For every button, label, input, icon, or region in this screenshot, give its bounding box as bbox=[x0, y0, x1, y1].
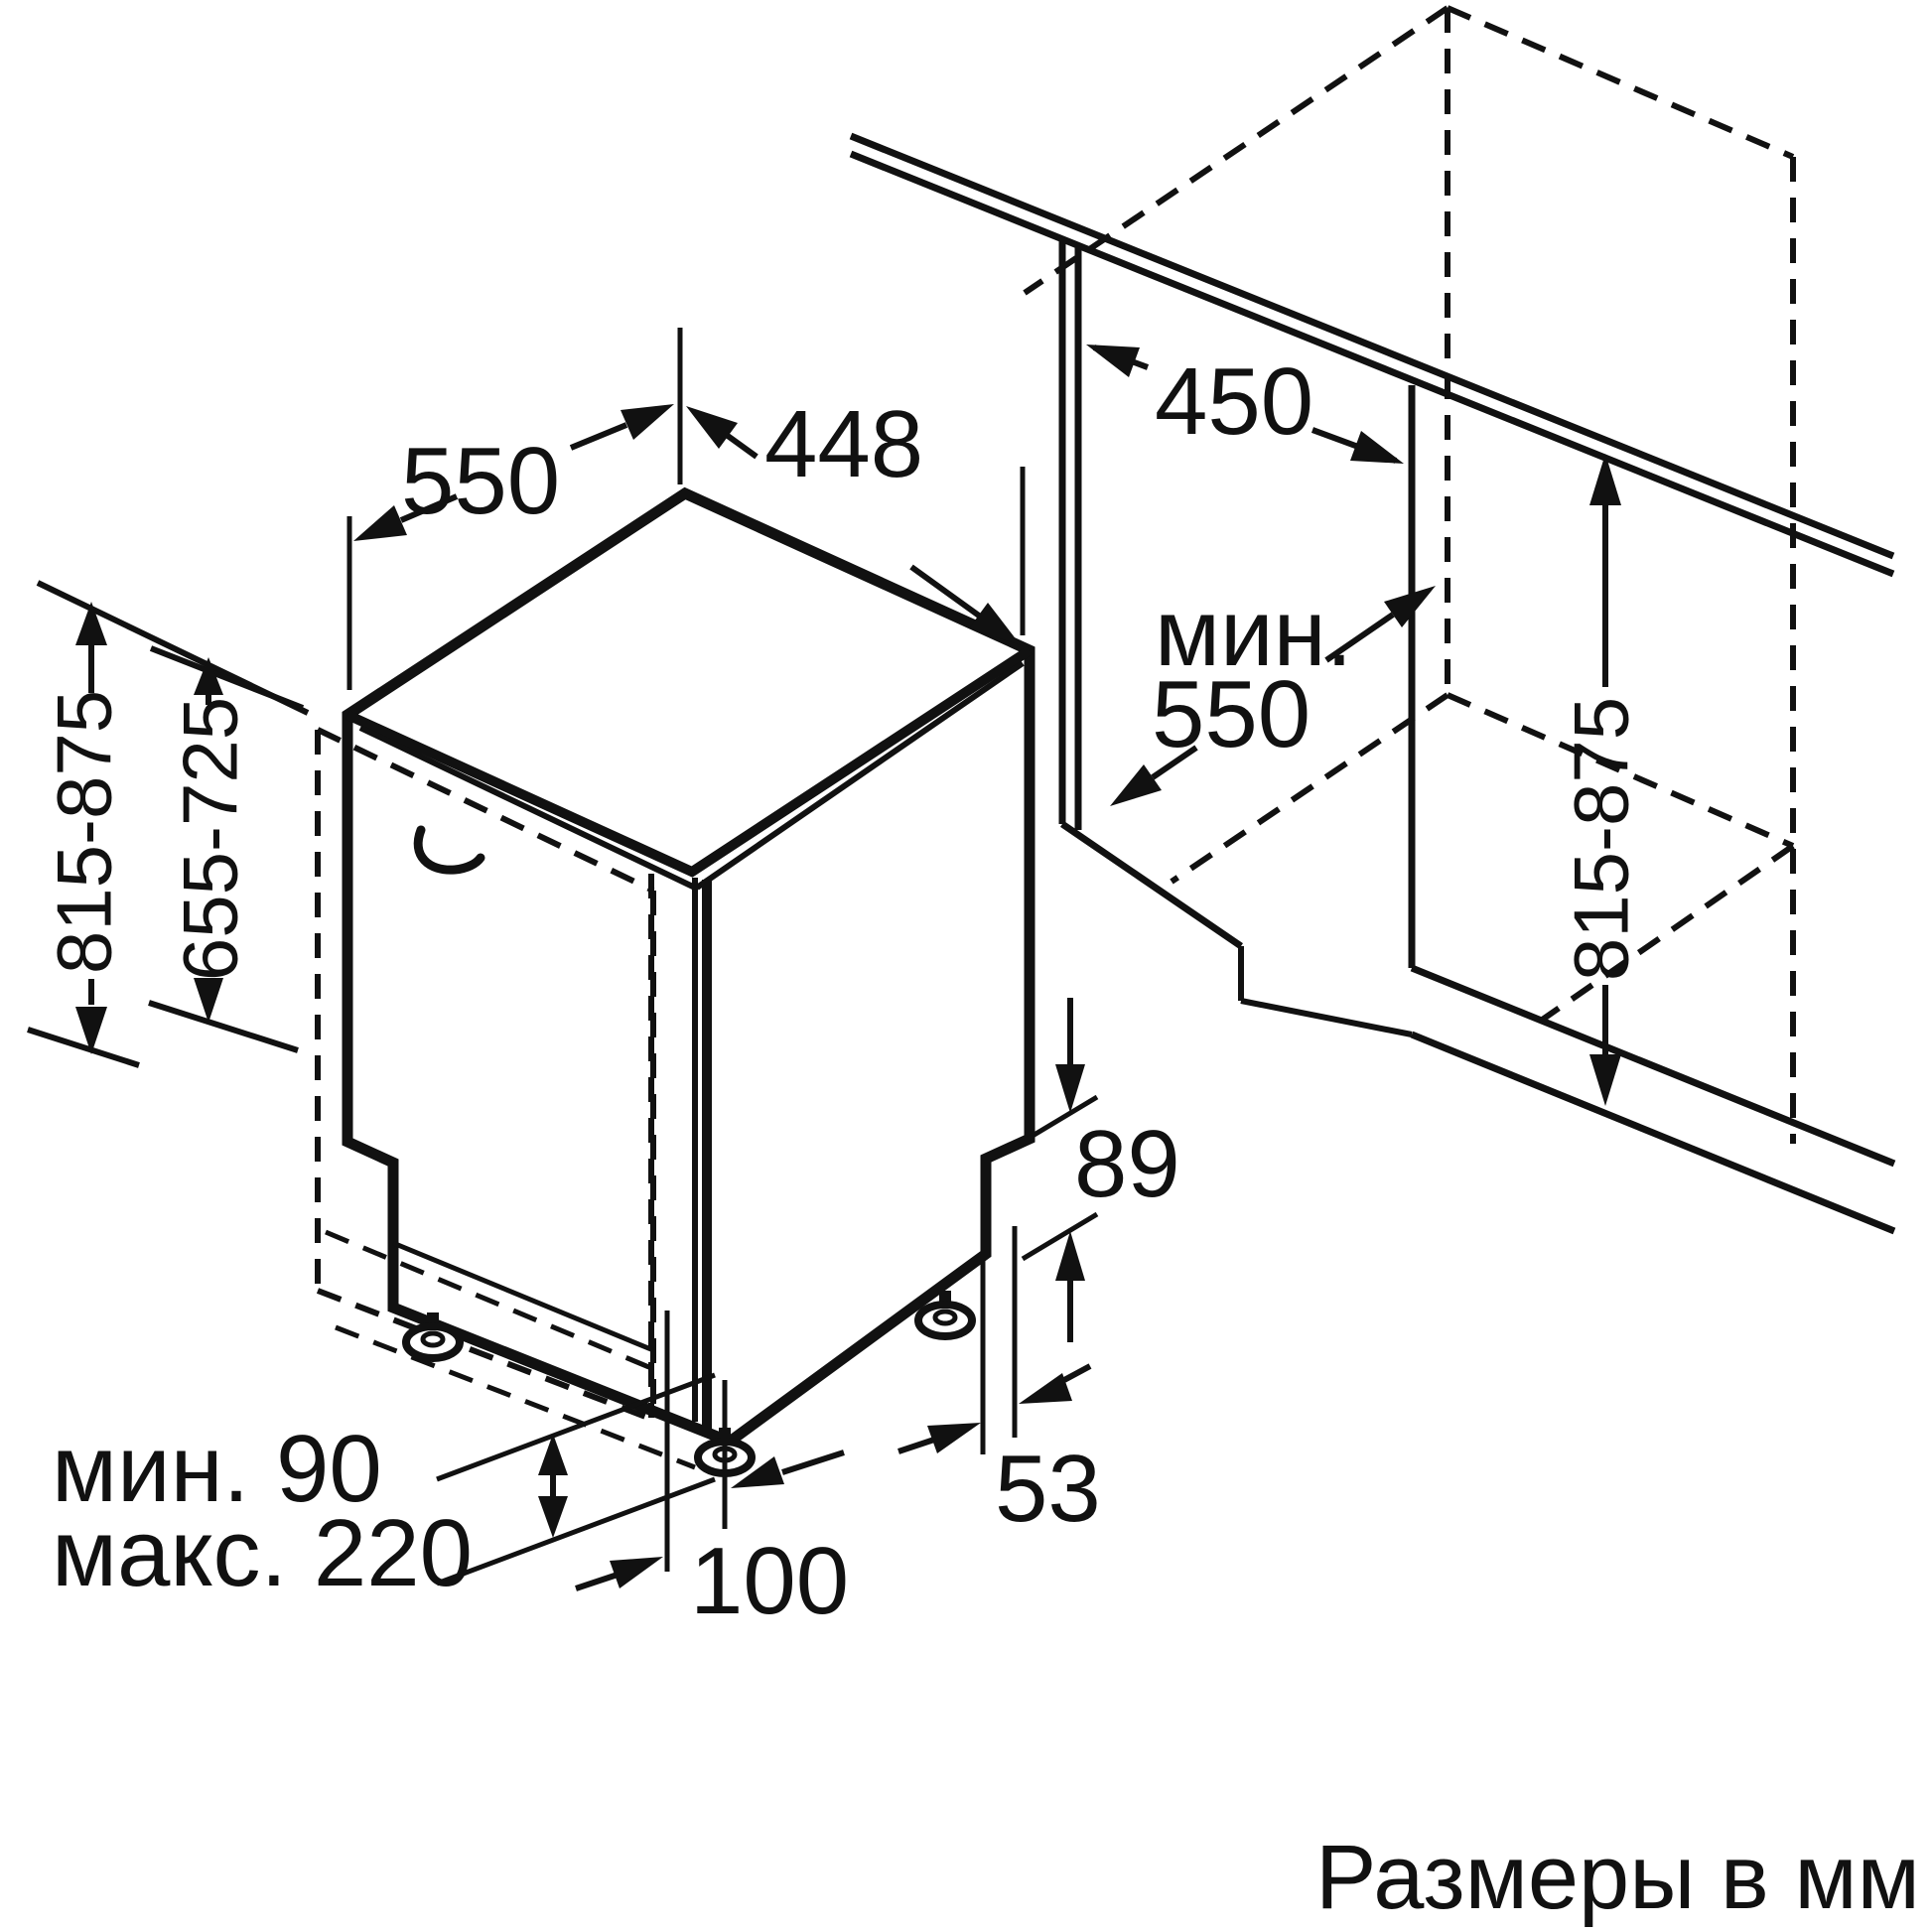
dim-53-shaft-right bbox=[1062, 1363, 1092, 1383]
arrow-89-bottom-icon bbox=[1055, 1231, 1085, 1281]
arrow-815-right-bottom-icon bbox=[1589, 1054, 1621, 1106]
ext-89-bottom bbox=[1021, 1211, 1099, 1262]
dim-100-shaft-left bbox=[575, 1572, 619, 1591]
arrow-90-220-bottom-icon bbox=[538, 1496, 568, 1538]
base-floor-dashed bbox=[335, 1324, 696, 1470]
worktop-bottom-line bbox=[849, 150, 1895, 578]
dim-815-875-left-label: 815-875 bbox=[40, 690, 127, 974]
floor-ref-line-815 bbox=[27, 1027, 140, 1068]
dishwasher-silhouette bbox=[342, 486, 1035, 1449]
door-bottom-dashed bbox=[325, 1229, 652, 1371]
arrow-550-left-icon bbox=[353, 505, 407, 541]
door-top-inner-line bbox=[358, 725, 697, 891]
dashed-top-left-edge bbox=[1023, 5, 1449, 296]
arrow-450-right-icon bbox=[1350, 431, 1404, 464]
dim-100-label: 100 bbox=[690, 1528, 849, 1634]
base-ext-line-90-220 bbox=[436, 1372, 716, 1482]
dim-550-label: 550 bbox=[401, 428, 560, 534]
arrow-448-left-icon bbox=[686, 406, 738, 449]
arrow-100-right-icon bbox=[731, 1456, 784, 1488]
worktop-top-line bbox=[849, 132, 1895, 560]
panel-top-ref-line bbox=[149, 645, 305, 711]
dim-448-label: 448 bbox=[764, 391, 923, 497]
dim-100-shaft-right bbox=[781, 1449, 845, 1475]
niche-right-wall-and-floor bbox=[1408, 385, 1896, 1235]
dim-max220-label: макс. 220 bbox=[52, 1500, 473, 1606]
dishwasher-body bbox=[315, 486, 1035, 1470]
right-foot-icon bbox=[914, 1301, 976, 1340]
floor-ext-line-90-220 bbox=[436, 1476, 716, 1587]
dim-655-725-label: 655-725 bbox=[166, 697, 253, 981]
units-caption: Размеры в мм bbox=[1315, 1827, 1920, 1928]
niche-side-panel bbox=[1058, 239, 1413, 1037]
dashed-cabinet-box bbox=[1023, 5, 1796, 1144]
arrow-450-left-icon bbox=[1086, 345, 1140, 377]
arrow-448-right-icon bbox=[969, 603, 1021, 645]
arrow-min550-upper-icon bbox=[1384, 586, 1436, 627]
arrow-90-220-top-icon bbox=[538, 1434, 568, 1475]
dimension-labels: 550 448 450 мин. 550 815-875 655-725 815… bbox=[40, 348, 1920, 1928]
arrow-53-right-icon bbox=[1019, 1373, 1072, 1404]
arrow-655-top-icon bbox=[194, 657, 223, 695]
panel-bottom-edge bbox=[1060, 821, 1243, 949]
niche-plinth-top-edge bbox=[1410, 964, 1896, 1168]
worktop bbox=[849, 132, 1895, 578]
furniture-panel-bottom-dashed bbox=[316, 1288, 655, 1423]
dim-448-shaft bbox=[726, 433, 981, 619]
dim-min550-label-line1: мин. bbox=[1155, 580, 1352, 686]
plinth-top-line bbox=[392, 1240, 654, 1353]
right-foot-hub bbox=[932, 1309, 958, 1326]
arrow-815-left-bottom-icon bbox=[75, 1007, 107, 1054]
dashed-bottom-left-edge bbox=[1170, 692, 1449, 885]
dim-89-label: 89 bbox=[1074, 1111, 1180, 1217]
arrow-100-left-icon bbox=[610, 1557, 663, 1588]
dim-min550-shaft bbox=[1151, 612, 1395, 780]
arrow-815-left-top-icon bbox=[75, 602, 107, 645]
furniture-panel-top-dashed bbox=[316, 727, 655, 894]
arrow-815-right-top-icon bbox=[1589, 454, 1621, 505]
arrow-89-top-icon bbox=[1055, 1064, 1085, 1113]
dim-min90-label: мин. 90 bbox=[52, 1416, 382, 1522]
door-handle-icon bbox=[413, 825, 485, 875]
dimension-arrows bbox=[75, 345, 1621, 1591]
arrow-min550-lower-icon bbox=[1110, 764, 1162, 806]
dim-53-shaft-left bbox=[897, 1436, 938, 1454]
arrow-655-bottom-icon bbox=[194, 978, 223, 1023]
niche-plinth-bottom-edge bbox=[1410, 1031, 1896, 1235]
ext-89-top bbox=[1021, 1094, 1099, 1145]
dim-53-label: 53 bbox=[995, 1436, 1101, 1542]
floor-ref-line-655 bbox=[148, 1000, 299, 1053]
dim-815-875-right-label: 815-875 bbox=[1557, 697, 1644, 981]
dashed-bottom-front-edge bbox=[1539, 843, 1795, 1024]
left-foot-hub bbox=[420, 1330, 446, 1348]
dim-min550-label-line2: 550 bbox=[1152, 661, 1311, 767]
niche-floor-front-edge bbox=[1240, 998, 1413, 1037]
dashed-bottom-right-edge bbox=[1446, 692, 1795, 849]
side-top-inner-line bbox=[695, 660, 1025, 891]
dashed-top-right-edge bbox=[1446, 5, 1795, 160]
dim-450-label: 450 bbox=[1155, 348, 1313, 455]
top-face-front-edges bbox=[345, 645, 1033, 878]
arrow-53-left-icon bbox=[927, 1423, 981, 1453]
dim-550-shaft bbox=[399, 422, 628, 523]
left-foot-icon bbox=[402, 1322, 464, 1362]
arrow-550-right-icon bbox=[621, 404, 674, 440]
reference-lines bbox=[27, 328, 1099, 1587]
